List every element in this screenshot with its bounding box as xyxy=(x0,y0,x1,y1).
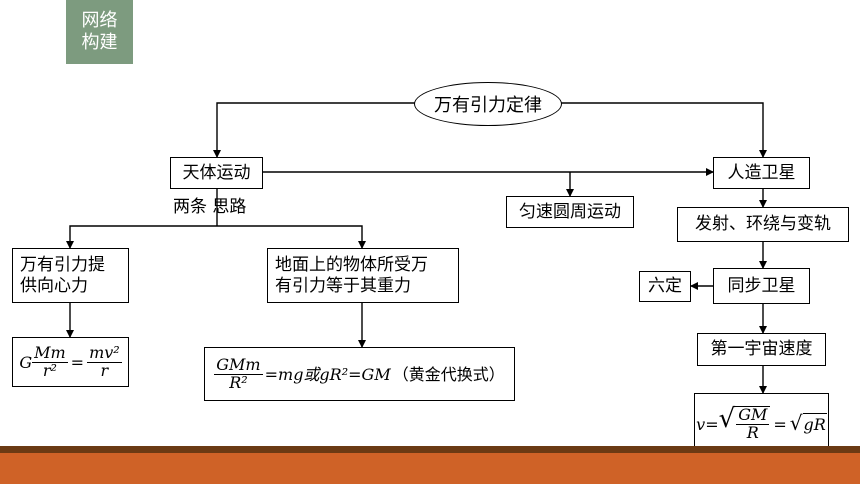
gravity-centripetal-node: 万有引力提 供向心力 xyxy=(12,248,129,303)
formula3-sqrt-left: √ GM R xyxy=(719,406,771,442)
launch-orbit-label: 发射、环绕与变轨 xyxy=(695,214,831,234)
geosync-satellite-label: 同步卫星 xyxy=(727,275,796,296)
footer-bar-orange xyxy=(0,453,860,484)
formula1-fraction-left: Mm r² xyxy=(32,342,68,380)
gravity-equals-weight-line1: 地面上的物体所受万 xyxy=(275,254,428,275)
formula3-den: R xyxy=(746,423,759,442)
formula3-sqrt-right: √ gR xyxy=(790,413,827,435)
six-fixed-node: 六定 xyxy=(639,271,691,302)
root-label: 万有引力定律 xyxy=(434,95,542,116)
formula1-den2: r xyxy=(100,360,109,380)
six-fixed-label: 六定 xyxy=(648,276,682,296)
formula2-note: （黄金代换式） xyxy=(392,364,505,384)
velocity-formula-box: v= √ GM R = √ gR xyxy=(694,393,829,455)
footer-bar-dark xyxy=(0,446,860,453)
launch-orbit-node: 发射、环绕与变轨 xyxy=(677,207,849,242)
sqrt-symbol-icon: √ xyxy=(718,404,736,435)
formula3-fraction: GM R xyxy=(736,405,770,442)
formula1-den1: r² xyxy=(42,360,57,380)
first-cosmic-velocity-node: 第一宇宙速度 xyxy=(697,333,826,366)
formula1-num2: mv² xyxy=(87,342,122,363)
artificial-satellite-label: 人造卫星 xyxy=(727,162,796,183)
formula2-den: R² xyxy=(229,372,248,392)
two-approaches-label: 两条 思路 xyxy=(173,197,247,217)
formula3-lhs: v= xyxy=(696,414,719,434)
uniform-circular-motion-label: 匀速圆周运动 xyxy=(519,201,621,222)
formula1-eq: = xyxy=(70,352,85,372)
gravity-equals-weight-node: 地面上的物体所受万 有引力等于其重力 xyxy=(267,248,459,303)
sqrt-symbol-icon: √ xyxy=(789,411,803,435)
formula1-num1: Mm xyxy=(32,342,68,363)
first-cosmic-velocity-label: 第一宇宙速度 xyxy=(710,339,813,359)
section-tag: 网络 构建 xyxy=(66,0,133,64)
formula2-num: GMm xyxy=(214,354,263,375)
formula3-eq: = xyxy=(773,414,787,434)
golden-substitution-box: GMm R² =mg或gR²=GM （黄金代换式） xyxy=(204,347,515,401)
gravity-centripetal-line1: 万有引力提 xyxy=(20,254,105,275)
geosync-satellite-node: 同步卫星 xyxy=(713,268,810,304)
formula3-root2: gR xyxy=(802,413,827,434)
artificial-satellite-node: 人造卫星 xyxy=(713,157,810,189)
formula2-fraction: GMm R² xyxy=(214,354,263,392)
formula2-rest: =mg或gR²=GM xyxy=(264,364,391,384)
section-tag-line2: 构建 xyxy=(81,32,118,53)
celestial-motion-label: 天体运动 xyxy=(182,162,251,183)
root-node: 万有引力定律 xyxy=(414,82,562,126)
celestial-motion-node: 天体运动 xyxy=(170,157,263,189)
centripetal-formula-box: G Mm r² = mv² r xyxy=(12,337,129,387)
formula1-fraction-right: mv² r xyxy=(87,342,122,380)
formula3-num: GM xyxy=(736,405,770,425)
formula1-coef: G xyxy=(19,352,33,372)
section-tag-line1: 网络 xyxy=(81,10,118,31)
gravity-centripetal-line2: 供向心力 xyxy=(20,275,88,296)
gravity-equals-weight-line2: 有引力等于其重力 xyxy=(275,275,411,296)
uniform-circular-motion-node: 匀速圆周运动 xyxy=(506,196,634,228)
